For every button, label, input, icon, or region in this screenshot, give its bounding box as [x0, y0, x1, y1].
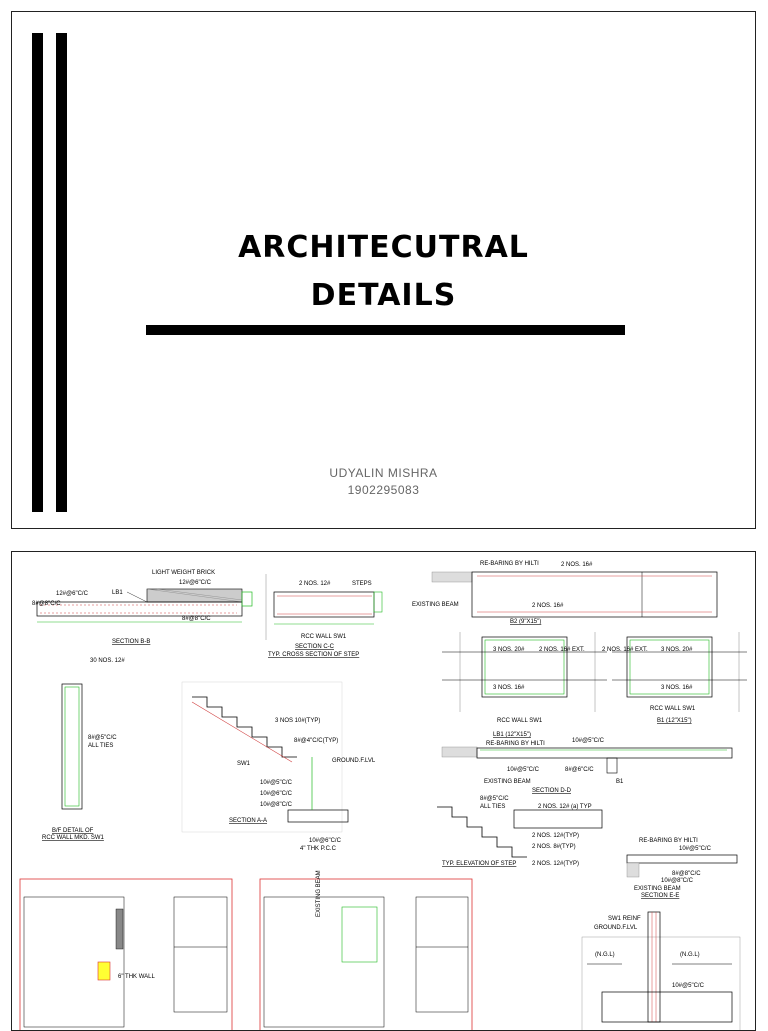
title-bf-detail: B/F DETAIL OF	[52, 828, 94, 834]
sw1-reinf: SW1 REINF GROUND.F.LVL (N.G.L) (N.G.L) 1…	[581, 911, 741, 1030]
label-bar-8-5b: 8#@5"C/C	[480, 796, 509, 802]
label-two-nos-16-ext: 2 NOS. 16# EXT.	[539, 647, 585, 653]
label-three-nos-20b: 3 NOS. 20#	[661, 647, 693, 653]
title-section-cc: SECTION C-C	[295, 644, 335, 650]
label-bar-10-6: 10#@6"C/C	[260, 791, 293, 797]
label-bar-10-5e: 10#@5"C/C	[672, 983, 705, 989]
beam-b2: RE-BARING BY HILTI 2 NOS. 16# EXISTING B…	[412, 561, 718, 625]
b1-section: 2 NOS. 16# EXT. 3 NOS. 20# 3 NOS. 16# RC…	[602, 632, 747, 724]
title-section-aa: SECTION A-A	[229, 818, 267, 824]
label-two-nos-8-typ: 2 NOS. 8#(TYP)	[532, 844, 576, 850]
label-bar-10-8: 10#@8"C/C	[260, 802, 293, 808]
label-rcc-wall-sw1b: RCC WALL SW1	[497, 718, 543, 724]
label-b1: B1	[616, 779, 624, 785]
label-bar-8-8c: 8#@8"C/C	[672, 871, 701, 877]
drawing-sheet: LIGHT WEIGHT BRICK LB1 12#@6"C/C 12#@6"C…	[11, 551, 756, 1031]
floor-plan-right: EXISTING BEAM	[259, 870, 473, 1030]
cover-title-line2: DETAILS	[310, 278, 457, 313]
label-rebaring-hilti: RE-BARING BY HILTI	[480, 561, 539, 567]
label-existing-beam-d: EXISTING BEAM	[316, 870, 322, 917]
typ-elevation-step: 8#@5"C/C ALL TIES 2 NOS. 12# (a) TYP 2 N…	[437, 796, 603, 867]
drawing-canvas: LIGHT WEIGHT BRICK LB1 12#@6"C/C 12#@6"C…	[19, 561, 747, 1030]
label-bar-8-4-typ: 8#@4"C/C(TYP)	[294, 738, 338, 744]
label-lb1: LB1	[112, 590, 123, 596]
label-existing-beam-c: EXISTING BEAM	[634, 886, 681, 892]
label-two-nos-16b: 2 NOS. 16#	[532, 603, 564, 609]
label-thirty-nos-12: 30 NOS. 12#	[90, 658, 125, 664]
label-rebaring-hilti-c: RE-BARING BY HILTI	[639, 838, 698, 844]
label-bar-10-6b: 10#@6"C/C	[309, 838, 342, 844]
label-bar-12-6-left: 12#@6"C/C	[56, 591, 89, 597]
label-existing-beam-b: EXISTING BEAM	[484, 779, 531, 785]
title-section-ee: SECTION E-E	[641, 893, 679, 899]
label-two-nos-16: 2 NOS. 16#	[561, 562, 593, 568]
title-rcc-wall-mkd: RCC WALL MKD. SW1	[42, 835, 105, 841]
label-all-ties-b: ALL TIES	[480, 804, 505, 810]
label-ngl-right: (N.G.L)	[680, 952, 700, 958]
cover-page: ARCHITECUTRAL DETAILS UDYALIN MISHRA 190…	[11, 11, 756, 529]
cover-title-line1: ARCHITECUTRAL	[238, 230, 529, 265]
label-three-nos-16b: 3 NOS. 16#	[661, 685, 693, 691]
lb1-section: 3 NOS. 20# 2 NOS. 16# EXT. 3 NOS. 16# RC…	[442, 632, 607, 738]
section-cc: 2 NOS. 12# STEPS RCC WALL SW1 SECTION C-…	[265, 574, 383, 658]
label-three-nos-20: 3 NOS. 20#	[493, 647, 525, 653]
label-all-ties: ALL TIES	[88, 743, 113, 749]
title-typ-cross: TYP. CROSS SECTION OF STEP	[268, 652, 359, 658]
label-rcc-wall-sw1c: RCC WALL SW1	[650, 706, 696, 712]
label-sw1-reinf: SW1 REINF	[608, 916, 641, 922]
label-rebaring-hilti-b: RE-BARING BY HILTI	[486, 741, 545, 747]
label-three-nos-10-typ: 3 NOS 10#(TYP)	[275, 718, 320, 724]
section-ee: RE-BARING BY HILTI 10#@5"C/C 8#@8"C/C 10…	[626, 838, 738, 899]
section-aa: 3 NOS 10#(TYP) 8#@4"C/C(TYP) GROUND.F.LV…	[181, 681, 376, 852]
label-two-nos-12-typ-b: 2 NOS. 12#(TYP)	[532, 833, 579, 839]
label-sw1: SW1	[237, 761, 251, 767]
label-ground-lvl: GROUND.F.LVL	[332, 758, 376, 764]
author-id: 1902295083	[347, 483, 420, 497]
label-existing-beam: EXISTING BEAM	[412, 602, 459, 608]
label-two-nos-16-ext-b: 2 NOS. 16# EXT.	[602, 647, 648, 653]
floor-plan-left: 6" THK WALL	[19, 878, 233, 1030]
title-section-bb: SECTION B-B	[112, 639, 150, 645]
title-b2: B2 (9"X15")	[510, 619, 541, 625]
title-b1: B1 (12"X15")	[657, 718, 692, 724]
label-bar-8-8b: 8#@8"C/C	[182, 616, 211, 622]
label-bar-10-5c: 10#@5"C/C	[507, 767, 540, 773]
author-name: UDYALIN MISHRA	[329, 466, 438, 480]
label-bar-10-5: 10#@5"C/C	[260, 780, 293, 786]
left-bar-1	[32, 33, 43, 512]
section-dd: RE-BARING BY HILTI 10#@5"C/C 10#@5"C/C 8…	[441, 738, 733, 794]
label-ground-lvl-b: GROUND.F.LVL	[594, 925, 638, 931]
left-bar-2	[56, 33, 67, 512]
title-section-dd: SECTION D-D	[532, 788, 572, 794]
label-rcc-wall-sw1: RCC WALL SW1	[301, 634, 347, 640]
label-ngl-left: (N.G.L)	[595, 952, 615, 958]
label-steps: STEPS	[352, 581, 372, 587]
label-thk-wall: 6" THK WALL	[118, 974, 155, 980]
label-bar-12-6: 12#@6"C/C	[179, 580, 212, 586]
label-bar-10-5b: 10#@5"C/C	[572, 738, 605, 744]
title-typ-elev: TYP. ELEVATION OF STEP	[442, 861, 516, 867]
label-bar-8-6: 8#@6"C/C	[565, 767, 594, 773]
label-bar-8-8: 8#@8"C/C	[32, 601, 61, 607]
section-bb: LIGHT WEIGHT BRICK LB1 12#@6"C/C 12#@6"C…	[32, 570, 253, 645]
label-two-nos-12: 2 NOS. 12#	[299, 581, 331, 587]
label-bar-10-5d: 10#@5"C/C	[679, 846, 712, 852]
label-two-nos-12-typ: 2 NOS. 12# (a) TYP	[538, 804, 592, 810]
label-bar-8-5: 8#@5"C/C	[88, 735, 117, 741]
title-rule	[146, 325, 625, 335]
label-light-weight-brick: LIGHT WEIGHT BRICK	[152, 570, 215, 576]
title-lb1: LB1 (12"X15")	[493, 732, 531, 738]
label-two-nos-12-typ-c: 2 NOS. 12#(TYP)	[532, 861, 579, 867]
label-three-nos-16: 3 NOS. 16#	[493, 685, 525, 691]
label-bar-10-8b: 10#@8"C/C	[661, 878, 694, 884]
bf-detail: 30 NOS. 12# 8#@5"C/C ALL TIES B/F DETAIL…	[42, 658, 125, 841]
label-pcc: 4" THK P.C.C	[300, 846, 337, 852]
